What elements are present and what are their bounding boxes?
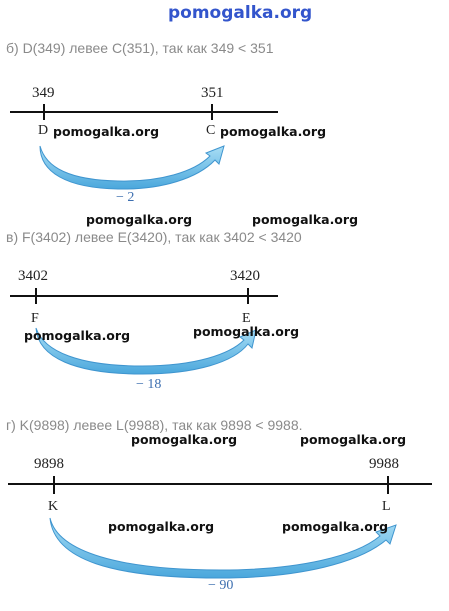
point-label-d: D [38,123,49,138]
watermark-text: pomogalka.org [53,124,160,139]
jump-arrow-3 [49,517,397,579]
watermark-text: pomogalka.org [24,328,131,343]
point-label-e: E [242,311,251,326]
watermark-text: pomogalka.org [108,519,215,534]
difference-label-1: − 2 [116,190,135,205]
difference-label-3: − 90 [208,578,234,593]
watermark-text: pomogalka.org [220,124,327,139]
statement-v: в) F(3402) левее E(3420), так как 3402 <… [6,229,302,245]
jump-arrow-1 [39,145,225,190]
tick-label-9898: 9898 [34,456,64,472]
tick-label-9988: 9988 [369,456,399,472]
watermark-text: pomogalka.org [282,519,389,534]
site-logo[interactable]: pomogalka.org [168,3,313,23]
tick-label-349: 349 [32,85,55,101]
watermark-text: pomogalka.org [131,432,238,447]
tick-label-3420: 3420 [230,268,260,284]
point-label-c: C [206,123,216,138]
point-label-f: F [31,311,39,326]
statement-b: б) D(349) левее С(351), так как 349 < 35… [6,40,274,56]
tick-label-351: 351 [201,85,224,101]
tick-label-3402: 3402 [18,268,48,284]
watermark-text: pomogalka.org [252,212,359,227]
point-label-k: K [48,499,59,514]
statement-g: г) K(9898) левее L(9988), так как 9898 <… [6,417,303,433]
watermark-text: pomogalka.org [300,432,407,447]
watermark-text: pomogalka.org [193,324,300,339]
difference-label-2: − 18 [136,377,162,392]
jump-arrow-2 [35,327,257,375]
watermark-text: pomogalka.org [86,212,193,227]
point-label-l: L [382,499,391,514]
